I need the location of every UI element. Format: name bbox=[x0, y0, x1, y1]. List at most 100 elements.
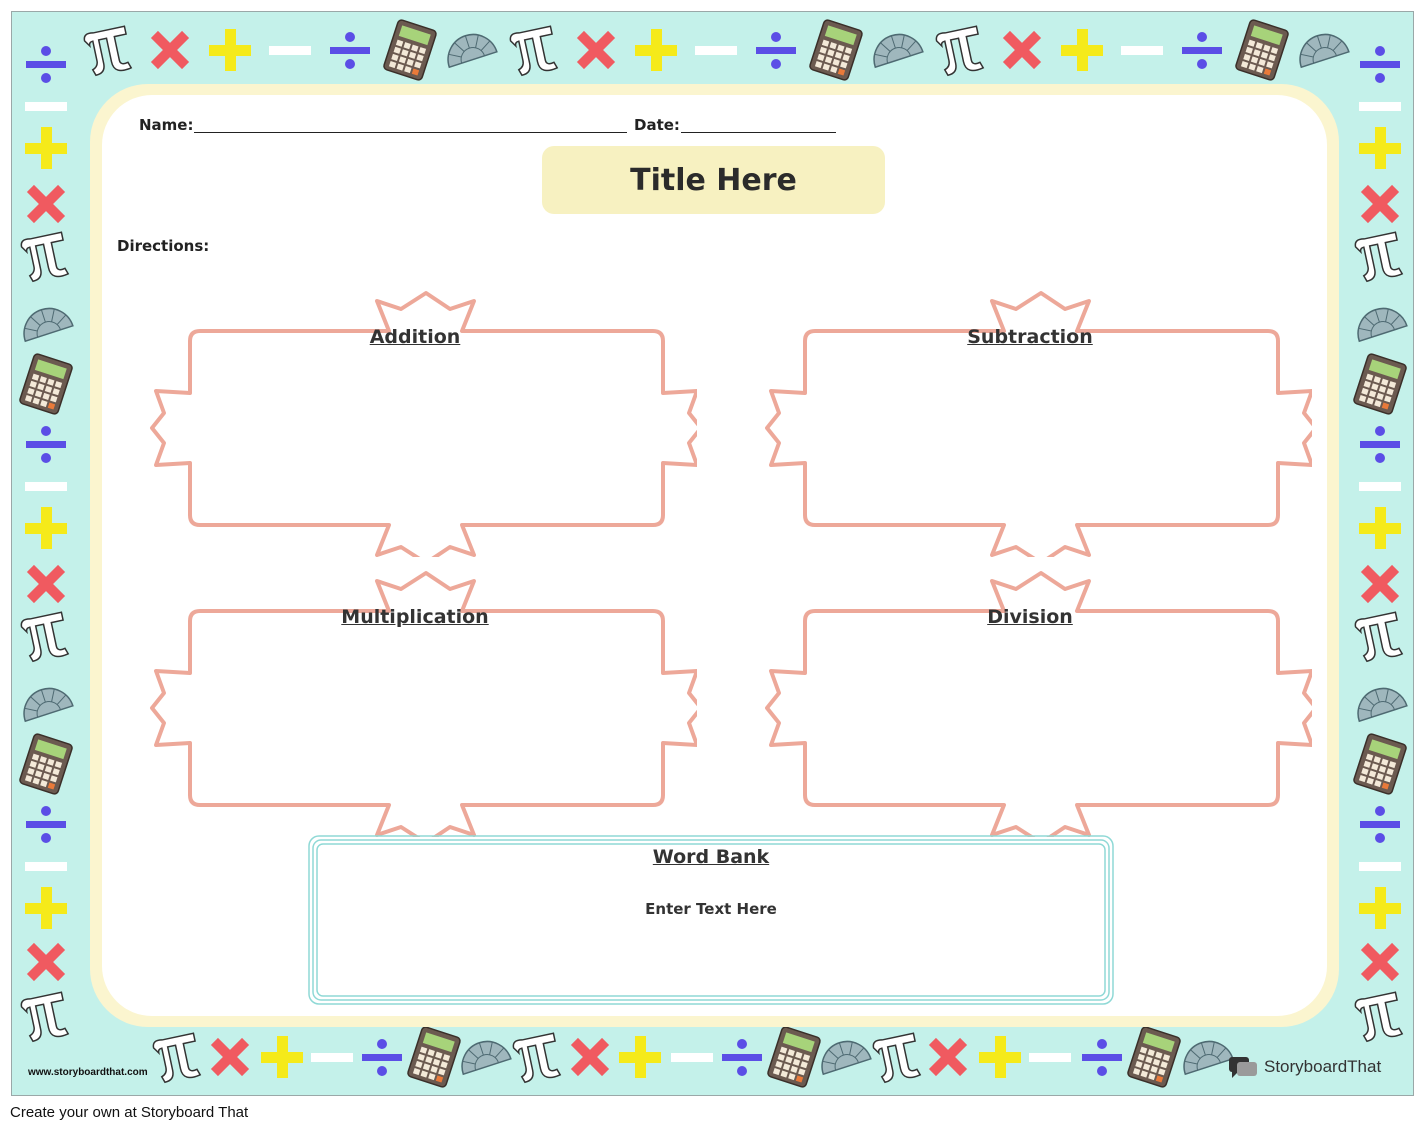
protractor-icon bbox=[1183, 1040, 1234, 1076]
word-bank-text[interactable]: Enter Text Here bbox=[645, 900, 777, 918]
calculator-icon bbox=[1353, 353, 1407, 415]
protractor-icon bbox=[461, 1040, 512, 1076]
addition-heading: Addition bbox=[369, 326, 461, 348]
calculator-icon bbox=[1235, 19, 1289, 81]
minus-icon bbox=[671, 1053, 713, 1062]
protractor-icon bbox=[1299, 33, 1350, 69]
times-icon bbox=[1360, 184, 1400, 224]
divide-icon bbox=[362, 1039, 402, 1076]
plus-icon bbox=[25, 127, 67, 169]
divide-icon bbox=[26, 806, 66, 843]
protractor-icon bbox=[447, 33, 498, 69]
subtraction-heading: Subtraction bbox=[967, 326, 1093, 348]
multiplication-heading: Multiplication bbox=[341, 606, 489, 628]
plus-icon bbox=[1061, 29, 1103, 71]
pi-icon bbox=[509, 25, 559, 77]
times-icon bbox=[576, 30, 616, 70]
times-icon bbox=[210, 1037, 250, 1077]
name-label: Name: bbox=[139, 116, 194, 134]
plus-icon bbox=[1359, 887, 1401, 929]
times-icon bbox=[1360, 564, 1400, 604]
word-bank-box[interactable] bbox=[308, 835, 1114, 1005]
speech-bubble-icon bbox=[1229, 1057, 1257, 1078]
protractor-icon bbox=[23, 687, 74, 723]
plus-icon bbox=[25, 887, 67, 929]
date-field[interactable] bbox=[681, 132, 836, 133]
protractor-icon bbox=[821, 1040, 872, 1076]
pi-icon bbox=[83, 25, 133, 77]
pi-icon bbox=[152, 1032, 202, 1084]
pi-icon bbox=[935, 25, 985, 77]
times-icon bbox=[26, 942, 66, 982]
calculator-icon bbox=[767, 1026, 821, 1088]
pi-icon bbox=[20, 611, 70, 663]
plus-icon bbox=[209, 29, 251, 71]
name-field[interactable] bbox=[194, 132, 627, 133]
pi-icon bbox=[20, 231, 70, 283]
times-icon bbox=[150, 30, 190, 70]
addition-box[interactable] bbox=[137, 277, 697, 557]
title-box[interactable]: Title Here bbox=[542, 146, 885, 214]
minus-icon bbox=[269, 46, 311, 55]
plus-icon bbox=[25, 507, 67, 549]
calculator-icon bbox=[383, 19, 437, 81]
divide-icon bbox=[1360, 46, 1400, 83]
divide-icon bbox=[756, 32, 796, 69]
word-bank-title: Word Bank bbox=[652, 846, 770, 868]
minus-icon bbox=[25, 482, 67, 491]
pi-icon bbox=[512, 1032, 562, 1084]
minus-icon bbox=[1359, 102, 1401, 111]
divide-icon bbox=[330, 32, 370, 69]
storyboardthat-logo: StoryboardThat bbox=[1228, 1055, 1381, 1079]
divide-icon bbox=[26, 426, 66, 463]
plus-icon bbox=[1359, 127, 1401, 169]
pi-icon bbox=[1354, 611, 1404, 663]
date-label: Date: bbox=[634, 116, 680, 134]
minus-icon bbox=[1359, 482, 1401, 491]
subtraction-box[interactable] bbox=[752, 277, 1312, 557]
worksheet-panel bbox=[102, 95, 1327, 1016]
pi-icon bbox=[1354, 991, 1404, 1043]
multiplication-box[interactable] bbox=[137, 557, 697, 837]
minus-icon bbox=[311, 1053, 353, 1062]
times-icon bbox=[26, 564, 66, 604]
calculator-icon bbox=[1127, 1026, 1181, 1088]
calculator-icon bbox=[19, 353, 73, 415]
divide-icon bbox=[1360, 426, 1400, 463]
times-icon bbox=[570, 1037, 610, 1077]
pi-icon bbox=[20, 991, 70, 1043]
times-icon bbox=[1360, 942, 1400, 982]
minus-icon bbox=[25, 862, 67, 871]
footer-link[interactable]: Create your own at Storyboard That bbox=[10, 1104, 249, 1121]
page-title: Title Here bbox=[630, 162, 797, 198]
calculator-icon bbox=[19, 733, 73, 795]
plus-icon bbox=[261, 1036, 303, 1078]
plus-icon bbox=[619, 1036, 661, 1078]
plus-icon bbox=[1359, 507, 1401, 549]
protractor-icon bbox=[1357, 307, 1408, 343]
minus-icon bbox=[1121, 46, 1163, 55]
times-icon bbox=[928, 1037, 968, 1077]
protractor-icon bbox=[873, 33, 924, 69]
calculator-icon bbox=[407, 1026, 461, 1088]
divide-icon bbox=[1082, 1039, 1122, 1076]
directions-label: Directions: bbox=[117, 237, 210, 255]
worksheet-page: Name: Date: Title Here Directions: Addit… bbox=[11, 11, 1414, 1096]
minus-icon bbox=[25, 102, 67, 111]
pi-icon bbox=[1354, 231, 1404, 283]
divide-icon bbox=[26, 46, 66, 83]
math-border-decoration bbox=[19, 19, 1408, 1088]
protractor-icon bbox=[1357, 687, 1408, 723]
divide-icon bbox=[1360, 806, 1400, 843]
logo-text: StoryboardThat bbox=[1264, 1057, 1382, 1076]
division-box[interactable] bbox=[752, 557, 1312, 837]
plus-icon bbox=[979, 1036, 1021, 1078]
minus-icon bbox=[695, 46, 737, 55]
division-heading: Division bbox=[987, 606, 1073, 628]
times-icon bbox=[1002, 30, 1042, 70]
calculator-icon bbox=[1353, 733, 1407, 795]
site-url: www.storyboardthat.com bbox=[28, 1067, 148, 1078]
pi-icon bbox=[872, 1032, 922, 1084]
protractor-icon bbox=[23, 307, 74, 343]
minus-icon bbox=[1359, 862, 1401, 871]
